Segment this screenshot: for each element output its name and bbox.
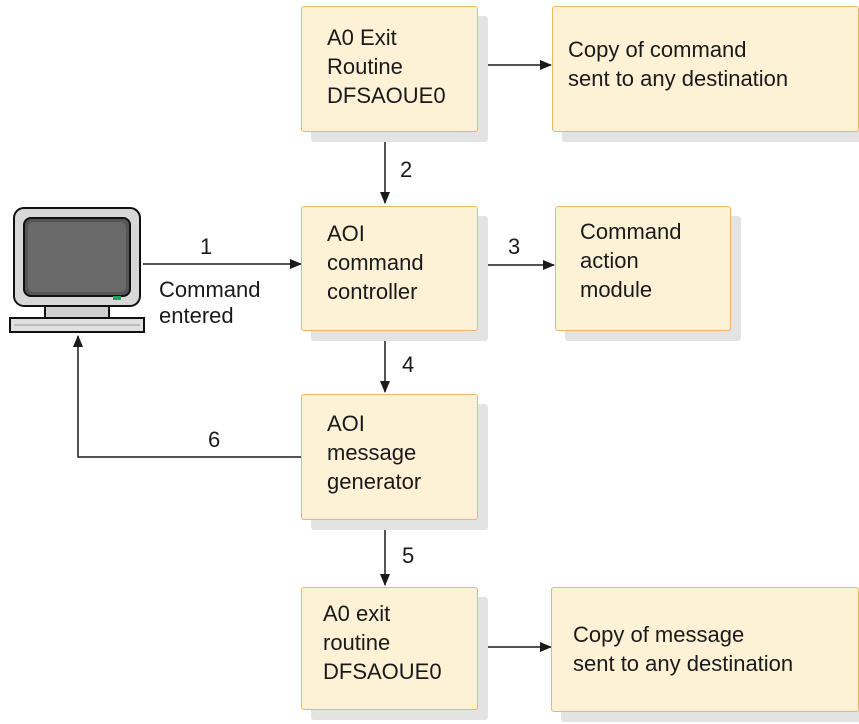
step-3-label: 3 bbox=[508, 234, 521, 259]
aoi-command-controller-text: AOI command controller bbox=[327, 221, 424, 304]
arrow-6-to-terminal bbox=[73, 335, 301, 458]
step-4-label: 4 bbox=[402, 352, 415, 377]
aoi-message-generator-box: AOI message generator bbox=[301, 394, 478, 520]
aoi-message-generator-text: AOI message generator bbox=[327, 411, 422, 494]
a0-exit-routine-top-box: A0 Exit Routine DFSAOUE0 bbox=[301, 6, 478, 132]
step-6-label: 6 bbox=[208, 427, 221, 452]
step-1-label: 1 bbox=[200, 234, 213, 259]
computer-terminal-icon bbox=[9, 207, 145, 333]
a0-exit-routine-bottom-box: A0 exit routine DFSAOUE0 bbox=[301, 587, 478, 710]
command-entered-label: Command entered bbox=[159, 277, 261, 328]
step-5-label: 5 bbox=[402, 543, 415, 568]
command-action-module-box: Command action module bbox=[555, 206, 731, 331]
aoi-command-controller-box: AOI command controller bbox=[301, 206, 478, 331]
copy-of-message-text: Copy of message sent to any destination bbox=[573, 622, 794, 676]
a0-exit-routine-top-text: A0 Exit Routine DFSAOUE0 bbox=[327, 25, 446, 108]
command-action-module-text: Command action module bbox=[580, 219, 682, 302]
step-2-label: 2 bbox=[400, 157, 413, 182]
copy-of-command-text: Copy of command sent to any destination bbox=[568, 37, 789, 91]
copy-of-command-box: Copy of command sent to any destination bbox=[552, 6, 859, 132]
copy-of-message-box: Copy of message sent to any destination bbox=[551, 587, 859, 712]
a0-exit-routine-bottom-text: A0 exit routine DFSAOUE0 bbox=[323, 601, 442, 684]
